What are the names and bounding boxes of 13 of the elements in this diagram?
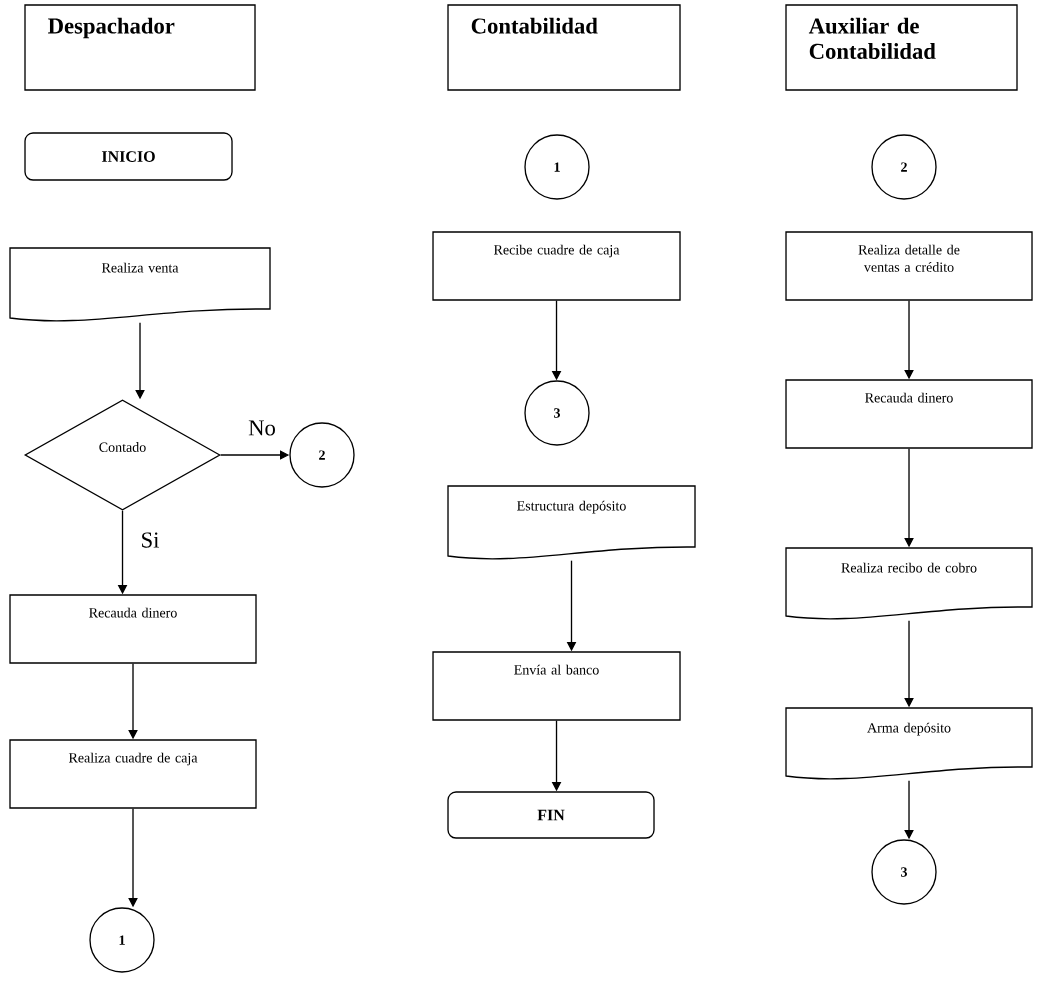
- process-box: Realiza cuadre de caja: [9, 739, 257, 809]
- process-box: Envía al banco: [432, 651, 681, 721]
- edge-label: No: [248, 420, 275, 436]
- process-box: Recauda dinero: [9, 594, 257, 664]
- process-box: Recibe cuadre de caja: [432, 231, 681, 301]
- lane-heading-box: Auxiliar de Contabilidad: [785, 4, 1018, 91]
- edge-label: Si: [142, 532, 160, 548]
- lane-heading-box: Contabilidad: [447, 4, 681, 91]
- terminator-box: INICIO: [24, 132, 233, 181]
- process-box: Realiza detalle de ventas a crédito: [785, 231, 1033, 301]
- lane-heading-box: Despachador: [24, 4, 256, 91]
- terminator-box: FIN: [447, 791, 655, 839]
- process-box: Recauda dinero: [785, 379, 1033, 449]
